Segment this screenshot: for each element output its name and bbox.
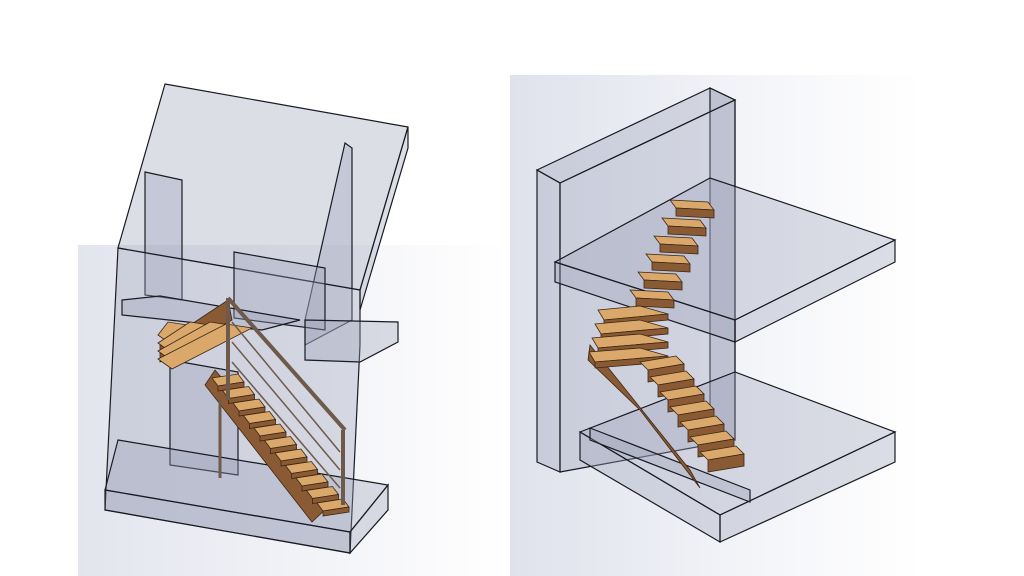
left-viewport-background — [78, 245, 508, 576]
handrail — [218, 296, 347, 505]
rail-bar-2 — [231, 341, 341, 471]
rail-bar-1 — [231, 321, 341, 453]
right-staircase-render — [510, 75, 922, 576]
stair-riser — [635, 297, 675, 309]
inner-partition — [233, 251, 326, 331]
right-stair-flight — [587, 199, 745, 489]
stair-riser — [707, 453, 745, 473]
handrail-top — [226, 296, 347, 432]
stair-riser — [667, 225, 707, 237]
middle-landing-slab — [304, 319, 399, 363]
right-viewport-background — [510, 75, 922, 576]
stair-riser — [651, 261, 691, 273]
lower-slab-left — [579, 430, 721, 544]
right-wall-panel — [304, 141, 353, 346]
left-staircase-render — [78, 83, 508, 576]
stair-riser — [675, 207, 715, 219]
lower-step-ledge — [589, 427, 751, 503]
floor-slab-right — [349, 483, 389, 555]
stair-riser — [643, 279, 683, 291]
tall-wall-front — [536, 168, 561, 473]
rail-bar-3 — [231, 361, 341, 489]
stair-riser — [322, 506, 350, 517]
stair-riser — [659, 243, 699, 255]
stair-stringer — [587, 344, 701, 489]
